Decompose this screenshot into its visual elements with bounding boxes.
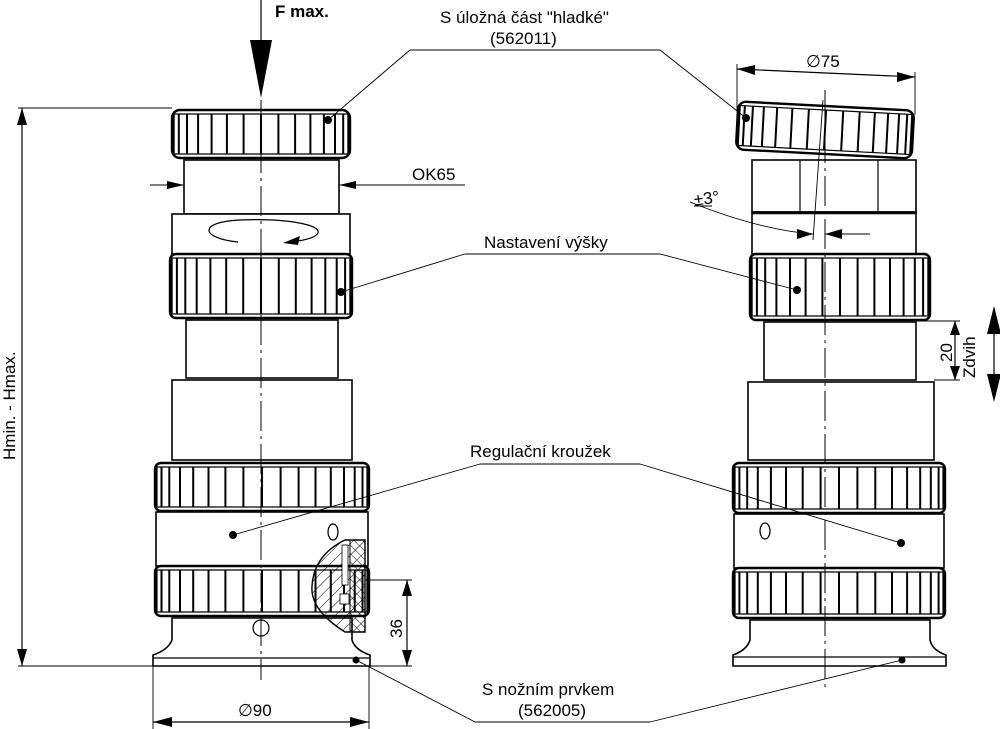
height-range-label: Hmin. - Hmax. <box>0 351 19 460</box>
knurl-rib <box>749 106 754 147</box>
force-arrow <box>250 0 272 98</box>
stroke-value: 20 <box>937 343 956 362</box>
callout-top-part <box>324 49 747 124</box>
top-part-code: (562011) <box>490 29 557 48</box>
knurl-rib <box>760 106 765 147</box>
thread-label: OK65 <box>412 165 455 184</box>
knurl-rib <box>909 114 914 155</box>
foot-part-label: S nožním prvkem <box>482 680 614 699</box>
knurl-edge <box>738 104 914 116</box>
height-dimension <box>17 107 172 667</box>
knurl-rib <box>736 105 741 146</box>
regulating-ring-label: Regulační kroužek <box>470 442 611 461</box>
right-view: ∅75 ±3° 20 Zdvih <box>689 52 1000 690</box>
top-diameter-dimension <box>736 64 916 115</box>
top-diameter-value: ∅75 <box>806 52 840 71</box>
regulating-knurl-upper <box>153 461 371 513</box>
force-label: F max. <box>275 2 329 21</box>
base-diameter-dimension <box>152 666 370 729</box>
section-height-value: 36 <box>387 619 406 638</box>
right-regulating-knurl-lower <box>731 566 947 620</box>
knurl-rib <box>904 114 909 155</box>
base-diameter-value: ∅90 <box>238 701 272 720</box>
height-adjust-label: Nastavení výšky <box>484 233 608 252</box>
stroke-label: Zdvih <box>960 336 979 378</box>
knurl-rib <box>789 108 794 149</box>
knurl-rib <box>840 110 845 151</box>
callout-height-adjust <box>337 253 798 296</box>
upper-body <box>171 379 353 461</box>
stroke-dimension <box>916 320 960 381</box>
knurl-rib <box>741 105 746 146</box>
knurl-rib <box>896 113 901 154</box>
tilted-top-cap <box>735 100 915 160</box>
right-upper-body <box>747 381 935 461</box>
knurl-rib <box>871 112 876 153</box>
section-height-dimension <box>365 579 412 667</box>
right-height-adjust-knurl <box>748 252 932 322</box>
shaft <box>185 319 339 379</box>
knurl-rib <box>885 113 890 154</box>
left-view: F max. <box>0 0 465 729</box>
knurl-rib <box>774 107 779 148</box>
right-base-foot <box>732 619 947 667</box>
knurl-rib <box>856 111 861 152</box>
screw-hole <box>327 523 339 541</box>
knurl-edge <box>736 144 912 156</box>
stroke-double-arrow <box>987 306 1000 402</box>
top-part-label: S úložná část "hladké" <box>440 8 609 27</box>
section-cutout <box>311 539 366 633</box>
rotation-arrow <box>208 219 319 245</box>
callout-regulating-ring <box>229 463 902 544</box>
thread-dimension <box>150 181 465 189</box>
hex-block <box>751 159 917 213</box>
right-regulating-knurl-upper <box>731 461 947 515</box>
tilt-dimension <box>689 201 870 239</box>
right-regulating-band <box>733 513 945 569</box>
foot-part-code: (562005) <box>518 701 586 720</box>
knurl-rib <box>805 109 810 150</box>
right-shaft <box>763 321 917 381</box>
callout-foot-part <box>355 659 903 723</box>
knurl-rib <box>822 109 828 151</box>
tilt-label: ±3° <box>693 187 721 209</box>
